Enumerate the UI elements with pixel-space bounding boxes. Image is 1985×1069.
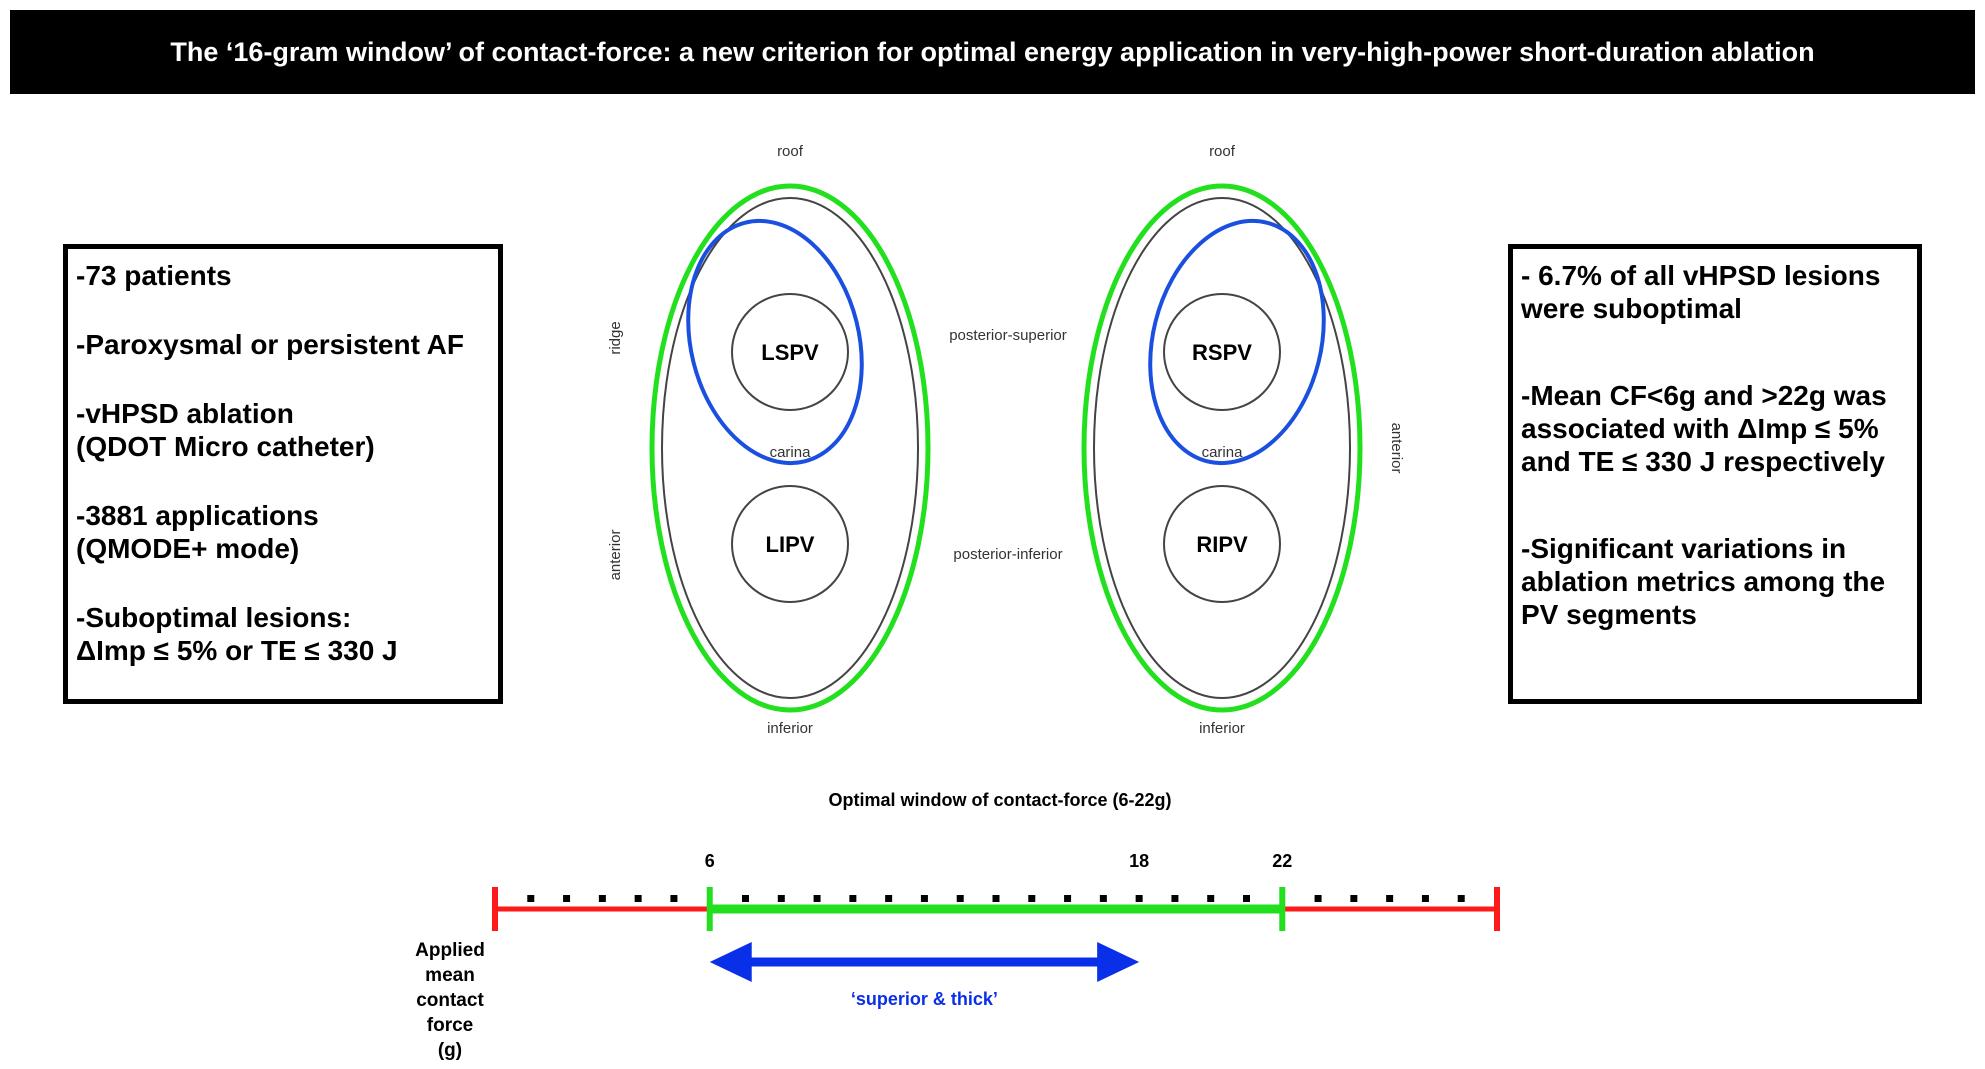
scale-tick: [563, 895, 571, 902]
posterior-superior-label: posterior-superior: [949, 327, 1067, 344]
left-inferior-label: inferior: [767, 720, 813, 737]
right-superior-highlight: [1148, 218, 1326, 466]
right-inner-ring: [1093, 197, 1351, 699]
contact-force-scale: Optimal window of contact-force (6-22g) …: [492, 790, 1500, 1009]
methods-item: -73 patients: [76, 260, 232, 291]
methods-panel: -73 patients -Paroxysmal or persistent A…: [63, 244, 503, 704]
left-inner-ring: [661, 197, 919, 699]
title-banner: The ‘16-gram window’ of contact-force: a…: [10, 10, 1975, 94]
scale-tick: [813, 895, 821, 902]
arrow-head-left: [709, 942, 752, 982]
scale-tick: [1421, 895, 1429, 902]
right-carina-label: carina: [1202, 444, 1244, 461]
posterior-inferior-label: posterior-inferior: [953, 546, 1062, 563]
methods-item: -Paroxysmal or persistent AF: [76, 329, 464, 360]
results-item: - 6.7% of all vHPSD lesions were subopti…: [1521, 260, 1881, 324]
methods-item: -vHPSD ablation (QDOT Micro catheter): [76, 398, 375, 462]
right-outer-ring: [1081, 183, 1363, 713]
scale-tick: [1314, 895, 1322, 902]
left-carina-label: carina: [770, 444, 812, 461]
results-item: -Significant variations in ablation metr…: [1521, 533, 1886, 630]
scale-tick: [1064, 895, 1072, 902]
lipv-label: LIPV: [766, 532, 815, 557]
lspv-label: LSPV: [761, 340, 819, 365]
scale-tick: [1457, 895, 1465, 902]
scale-tick: [670, 895, 678, 902]
arrow-head-right: [1097, 942, 1140, 982]
lipv-circle: [731, 485, 849, 603]
scale-tick: [1171, 895, 1179, 902]
rspv-circle: [1163, 293, 1281, 411]
left-pv-diagram: LSPV LIPV roof carina inferior ridge ant…: [607, 143, 931, 737]
scale-tick: [920, 895, 928, 902]
scale-tick: [1028, 895, 1036, 902]
scale-tick: [849, 895, 857, 902]
tick-label-6: 6: [705, 851, 715, 871]
figure-title: The ‘16-gram window’ of contact-force: a…: [170, 36, 1815, 67]
rspv-label: RSPV: [1192, 340, 1252, 365]
right-pv-diagram: RSPV RIPV roof carina inferior anterior: [1081, 143, 1405, 737]
right-roof-label: roof: [1209, 143, 1236, 160]
scale-tick: [742, 895, 749, 902]
scale-tick: [777, 895, 785, 902]
scale-tick: [1099, 895, 1107, 902]
optimal-window-title: Optimal window of contact-force (6-22g): [828, 790, 1171, 810]
scale-tick: [1207, 895, 1215, 902]
scale-tick: [1135, 895, 1143, 902]
scale-tick: [992, 895, 1000, 902]
methods-item: -Suboptimal lesions: ΔImp ≤ 5% or TE ≤ 3…: [76, 602, 398, 666]
scale-tick: [885, 895, 893, 902]
left-superior-highlight: [686, 218, 864, 466]
ripv-circle: [1163, 485, 1281, 603]
right-inferior-label: inferior: [1199, 720, 1245, 737]
results-panel: - 6.7% of all vHPSD lesions were subopti…: [1508, 244, 1922, 704]
left-outer-ring: [649, 183, 931, 713]
axis-label: Applied mean contact force (g): [415, 940, 485, 1061]
scale-tick: [1386, 895, 1394, 902]
tick-label-18: 18: [1129, 851, 1149, 871]
left-anterior-label: anterior: [607, 530, 624, 581]
left-roof-label: roof: [777, 143, 804, 160]
scale-tick: [1350, 895, 1358, 902]
ripv-label: RIPV: [1196, 532, 1248, 557]
scale-tick: [527, 895, 535, 902]
scale-tick: [1243, 895, 1250, 902]
arrow-label: ‘superior & thick’: [851, 989, 998, 1009]
lspv-circle: [731, 293, 849, 411]
right-anterior-label: anterior: [1388, 423, 1405, 474]
tick-label-22: 22: [1272, 851, 1292, 871]
scale-tick: [634, 895, 642, 902]
ridge-label: ridge: [607, 321, 624, 354]
results-item: -Mean CF<6g and >22g was associated with…: [1521, 380, 1887, 477]
methods-item: -3881 applications (QMODE+ mode): [76, 500, 319, 564]
scale-tick: [956, 895, 964, 902]
scale-tick: [598, 895, 606, 902]
